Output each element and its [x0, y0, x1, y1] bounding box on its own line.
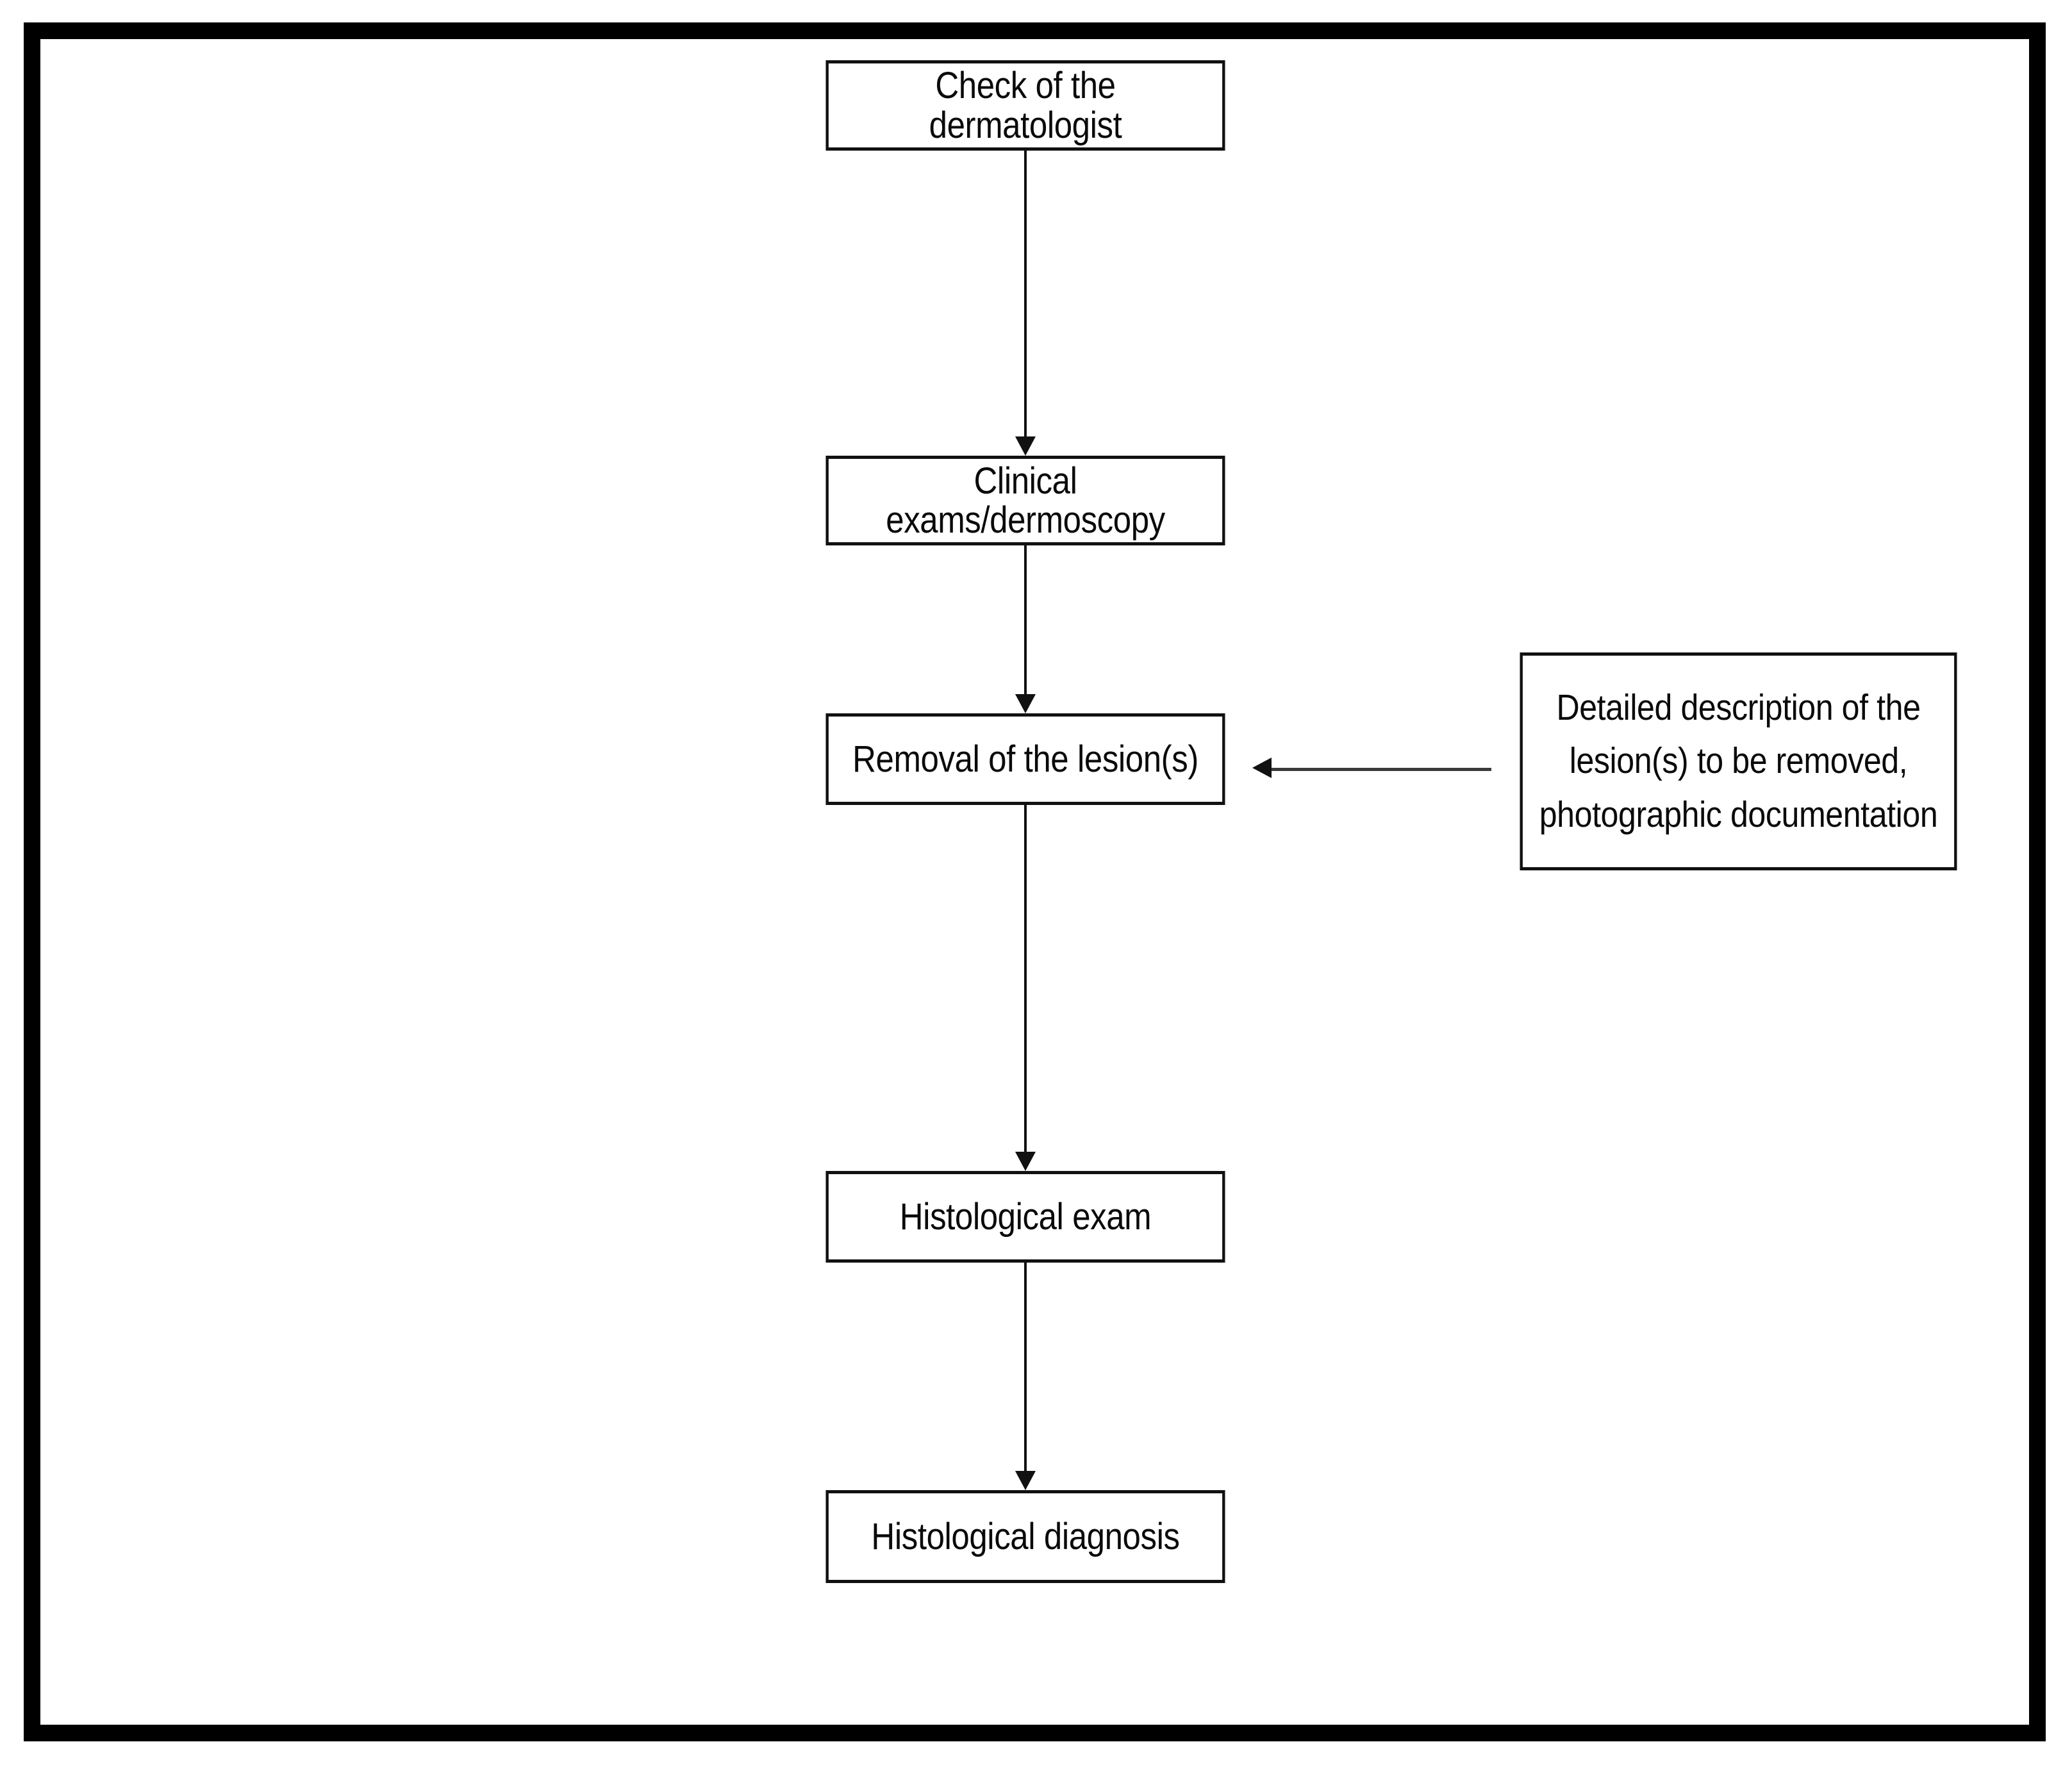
arrowhead-exam-to-diagnosis — [1015, 1471, 1036, 1490]
node-clinical-exams-dermoscopy[interactable]: Clinical exams/dermoscopy — [825, 456, 1225, 545]
arrowhead-clinical-to-removal — [1015, 694, 1036, 713]
node-label-histological-exam: Histological exam — [899, 1195, 1152, 1238]
node-label-histological-diagnosis: Histological diagnosis — [871, 1515, 1180, 1557]
connector-check-to-clinical — [1024, 151, 1027, 436]
node-label-removal-of-the-lesions: Removal of the lesion(s) — [852, 738, 1198, 780]
node-histological-exam[interactable]: Histological exam — [825, 1171, 1225, 1263]
arrowhead-annotation-to-removal — [1252, 758, 1272, 778]
connector-removal-to-histological-exam — [1024, 805, 1027, 1152]
connector-clinical-to-removal — [1024, 545, 1027, 694]
arrowhead-removal-to-histological-exam — [1015, 1152, 1036, 1171]
node-label-detailed-description-annotation: Detailed description of the lesion(s) to… — [1539, 687, 1938, 835]
node-removal-of-the-lesions[interactable]: Removal of the lesion(s) — [825, 713, 1225, 805]
node-label-check-of-the-dermatologist: Check of the dermatologist — [929, 65, 1122, 146]
node-histological-diagnosis[interactable]: Histological diagnosis — [825, 1490, 1225, 1583]
arrowhead-check-to-clinical — [1015, 436, 1036, 456]
node-detailed-description-annotation[interactable]: Detailed description of the lesion(s) to… — [1520, 652, 1957, 870]
node-label-clinical-exams-dermoscopy: Clinical exams/dermoscopy — [886, 460, 1165, 541]
connector-annotation-to-removal — [1272, 768, 1491, 771]
connector-exam-to-diagnosis — [1024, 1263, 1027, 1471]
node-check-of-the-dermatologist[interactable]: Check of the dermatologist — [825, 60, 1225, 151]
outer-frame-border — [24, 22, 2046, 1741]
